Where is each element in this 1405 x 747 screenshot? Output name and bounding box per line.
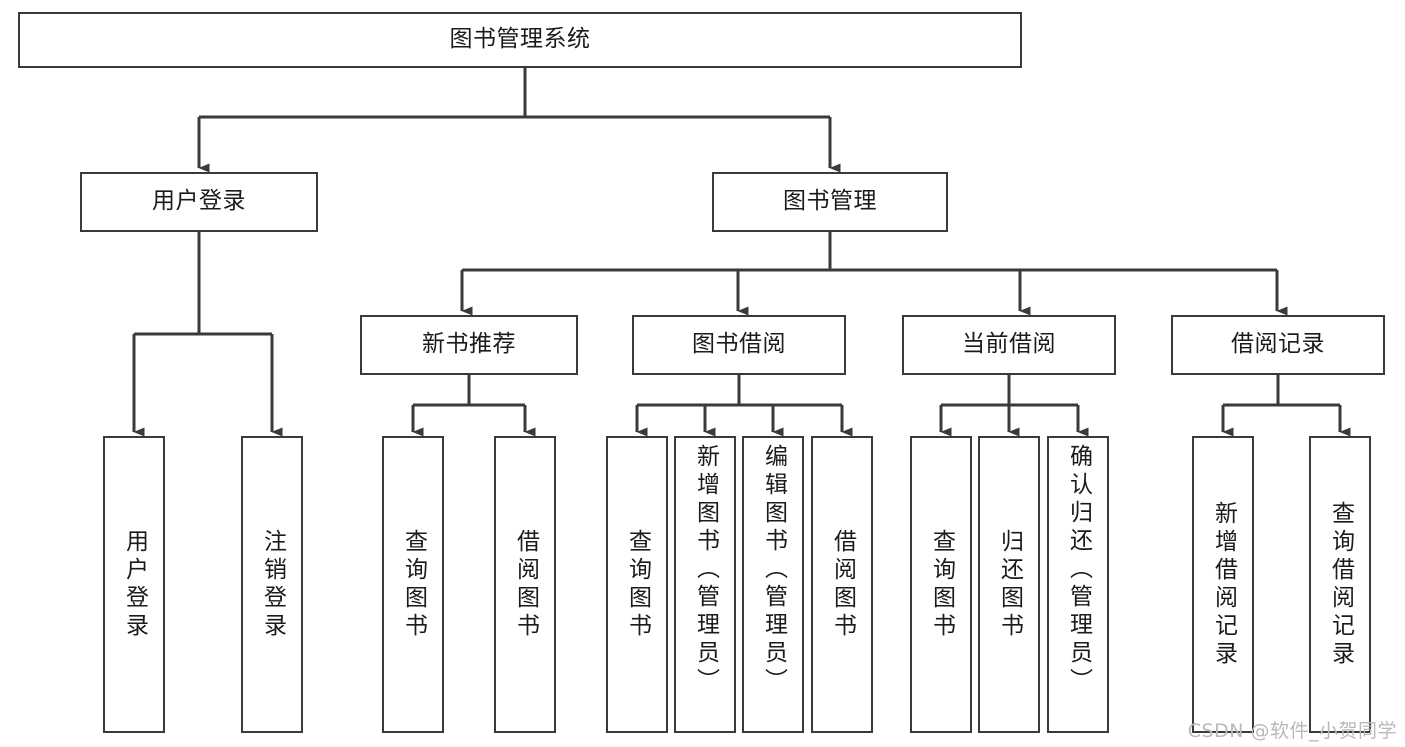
node-leaf-confirm-return-label: 确认归还（管理员） bbox=[1065, 444, 1092, 696]
edge-group-borrow-record bbox=[1221, 375, 1351, 437]
node-leaf-borrow-book-1-label: 借阅图书 bbox=[512, 528, 539, 641]
node-leaf-user-login-label: 用户登录 bbox=[121, 528, 148, 641]
node-leaf-edit-book[interactable]: 编辑图书（管理员） bbox=[742, 436, 804, 733]
edge-group-user-login bbox=[132, 232, 283, 437]
node-leaf-return-book[interactable]: 归还图书 bbox=[978, 436, 1040, 733]
watermark-text: CSDN @软件_小贺同学 bbox=[1187, 720, 1397, 742]
node-leaf-logout[interactable]: 注销登录 bbox=[241, 436, 303, 733]
node-leaf-query-book-1[interactable]: 查询图书 bbox=[382, 436, 444, 733]
edge-group-new-book-rec bbox=[411, 375, 536, 437]
node-leaf-borrow-book-1[interactable]: 借阅图书 bbox=[494, 436, 556, 733]
node-leaf-user-login[interactable]: 用户登录 bbox=[103, 436, 165, 733]
node-book-manage[interactable]: 图书管理 bbox=[712, 172, 948, 232]
node-leaf-query-book-1-label: 查询图书 bbox=[400, 528, 427, 641]
node-new-book-rec[interactable]: 新书推荐 bbox=[360, 315, 578, 375]
node-new-book-rec-label: 新书推荐 bbox=[422, 331, 516, 358]
node-leaf-query-book-3[interactable]: 查询图书 bbox=[910, 436, 972, 733]
node-current-borrow-label: 当前借阅 bbox=[962, 331, 1056, 358]
edge-group-book-borrow bbox=[635, 375, 853, 437]
node-root-system-label: 图书管理系统 bbox=[449, 26, 591, 53]
node-current-borrow[interactable]: 当前借阅 bbox=[902, 315, 1116, 375]
node-leaf-query-book-3-label: 查询图书 bbox=[928, 528, 955, 641]
node-leaf-add-book[interactable]: 新增图书（管理员） bbox=[674, 436, 736, 733]
edge-group-current-borrow bbox=[939, 375, 1089, 437]
node-leaf-borrow-book-2-label: 借阅图书 bbox=[829, 528, 856, 641]
node-leaf-confirm-return[interactable]: 确认归还（管理员） bbox=[1047, 436, 1109, 733]
node-borrow-record-label: 借阅记录 bbox=[1231, 331, 1325, 358]
node-leaf-edit-book-label: 编辑图书（管理员） bbox=[760, 444, 787, 696]
node-leaf-logout-label: 注销登录 bbox=[259, 528, 286, 641]
edge-group-root bbox=[197, 68, 841, 173]
node-book-borrow-label: 图书借阅 bbox=[692, 331, 786, 358]
node-leaf-query-book-2[interactable]: 查询图书 bbox=[606, 436, 668, 733]
node-leaf-borrow-book-2[interactable]: 借阅图书 bbox=[811, 436, 873, 733]
node-user-login-label: 用户登录 bbox=[152, 188, 246, 215]
node-user-login[interactable]: 用户登录 bbox=[80, 172, 318, 232]
node-leaf-query-record[interactable]: 查询借阅记录 bbox=[1309, 436, 1371, 733]
node-leaf-add-record-label: 新增借阅记录 bbox=[1210, 500, 1237, 669]
edge-group-book-manage bbox=[460, 232, 1288, 316]
node-root-system[interactable]: 图书管理系统 bbox=[18, 12, 1022, 68]
node-leaf-return-book-label: 归还图书 bbox=[996, 528, 1023, 641]
node-leaf-add-record[interactable]: 新增借阅记录 bbox=[1192, 436, 1254, 733]
node-book-borrow[interactable]: 图书借阅 bbox=[632, 315, 846, 375]
node-leaf-query-book-2-label: 查询图书 bbox=[624, 528, 651, 641]
node-leaf-query-record-label: 查询借阅记录 bbox=[1327, 500, 1354, 669]
node-borrow-record[interactable]: 借阅记录 bbox=[1171, 315, 1385, 375]
node-book-manage-label: 图书管理 bbox=[783, 188, 877, 215]
node-leaf-add-book-label: 新增图书（管理员） bbox=[692, 444, 719, 696]
